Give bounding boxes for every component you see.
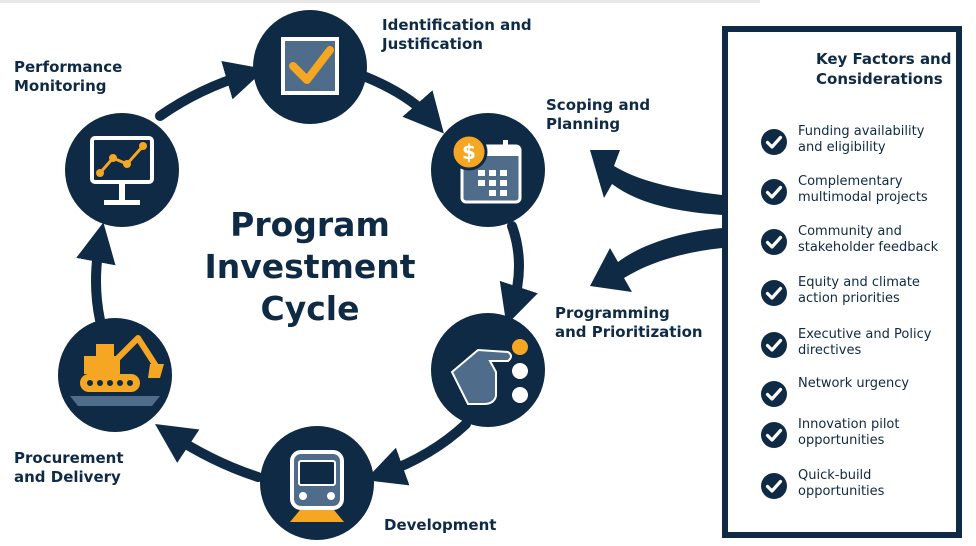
- checkmark-icon: [761, 422, 787, 448]
- label-identification: Identification and Justification: [382, 16, 532, 54]
- factor-line1: Quick-build: [798, 468, 872, 483]
- svg-text:$: $: [462, 140, 476, 164]
- factor-line1: Community and: [798, 224, 902, 239]
- checkmark-icon: [761, 473, 787, 499]
- label-performance-line2: Monitoring: [14, 77, 107, 95]
- key-factors-panel: Key Factors and Considerations Funding a…: [722, 26, 962, 538]
- factor-line1: Innovation pilot: [798, 417, 900, 432]
- pointing-hand-icon: [450, 339, 528, 405]
- panel-title: Key Factors and Considerations: [816, 49, 966, 89]
- label-scoping: Scoping and Planning: [546, 96, 650, 134]
- arrow-programming-to-development: [365, 419, 471, 486]
- label-procurement-line2: and Delivery: [14, 468, 121, 486]
- factor-item: Network urgency: [760, 376, 960, 426]
- checkbox-icon: [281, 37, 339, 95]
- factor-line2: action priorities: [798, 291, 900, 306]
- cycle-arrows: [76, 60, 538, 486]
- panel-title-line2: Considerations: [816, 70, 943, 88]
- factor-line2: stakeholder feedback: [798, 240, 939, 255]
- calendar-dollar-icon: $: [450, 133, 522, 204]
- checkmark-icon: [761, 229, 787, 255]
- label-development: Development: [384, 516, 496, 535]
- label-identification-line1: Identification and: [382, 16, 532, 34]
- label-identification-line2: Justification: [382, 35, 483, 53]
- checkmark-icon: [761, 179, 787, 205]
- panel-title-line1: Key Factors and: [816, 50, 952, 68]
- factor-line2: and eligibility: [798, 140, 886, 155]
- factor-line1: Equity and climate: [798, 275, 920, 290]
- factor-arrows: [590, 150, 722, 292]
- checkmark-icon: [761, 129, 787, 155]
- cycle-title-line2: Investment: [204, 247, 416, 286]
- label-scoping-line1: Scoping and: [546, 96, 651, 114]
- label-programming-line1: Programming: [555, 304, 670, 322]
- label-procurement: Procurement and Delivery: [14, 449, 124, 487]
- factor-line1: Funding availability: [798, 124, 925, 139]
- label-scoping-line2: Planning: [546, 115, 621, 133]
- arrow-scoping-to-programming: [499, 221, 538, 326]
- arrow-factors-to-scoping: [590, 150, 722, 215]
- cycle-title: Program Investment Cycle: [200, 204, 420, 330]
- arrow-procurement-to-performance: [76, 222, 116, 325]
- factor-line2: opportunities: [798, 484, 885, 499]
- label-programming-line2: and Prioritization: [555, 323, 703, 341]
- factor-line2: multimodal projects: [798, 190, 928, 205]
- bus-icon: [290, 450, 344, 522]
- monitor-chart-icon: [90, 136, 154, 205]
- excavator-icon: [70, 335, 164, 406]
- checkmark-icon: [761, 280, 787, 306]
- factor-line2: directives: [798, 343, 862, 358]
- label-performance-line1: Performance: [14, 58, 123, 76]
- label-performance: Performance Monitoring: [14, 58, 122, 96]
- top-divider: [0, 0, 760, 3]
- cycle-title-line3: Cycle: [260, 289, 360, 328]
- label-programming: Programming and Prioritization: [555, 304, 703, 342]
- factor-line2: opportunities: [798, 433, 885, 448]
- factor-line1: Executive and Policy: [798, 327, 932, 342]
- label-procurement-line1: Procurement: [14, 449, 124, 467]
- factor-line1: Complementary: [798, 174, 903, 189]
- arrow-identification-to-scoping: [361, 72, 444, 134]
- arrow-development-to-procurement: [155, 424, 263, 482]
- label-development-line1: Development: [384, 516, 497, 534]
- factor-text: Network urgency: [798, 376, 968, 392]
- factor-line1: Network urgency: [798, 376, 910, 391]
- arrow-factors-to-programming: [590, 228, 722, 292]
- arrow-performance-to-identification: [155, 60, 266, 121]
- checkmark-icon: [761, 381, 787, 407]
- cycle-title-line1: Program: [230, 205, 390, 244]
- checkmark-icon: [761, 332, 787, 358]
